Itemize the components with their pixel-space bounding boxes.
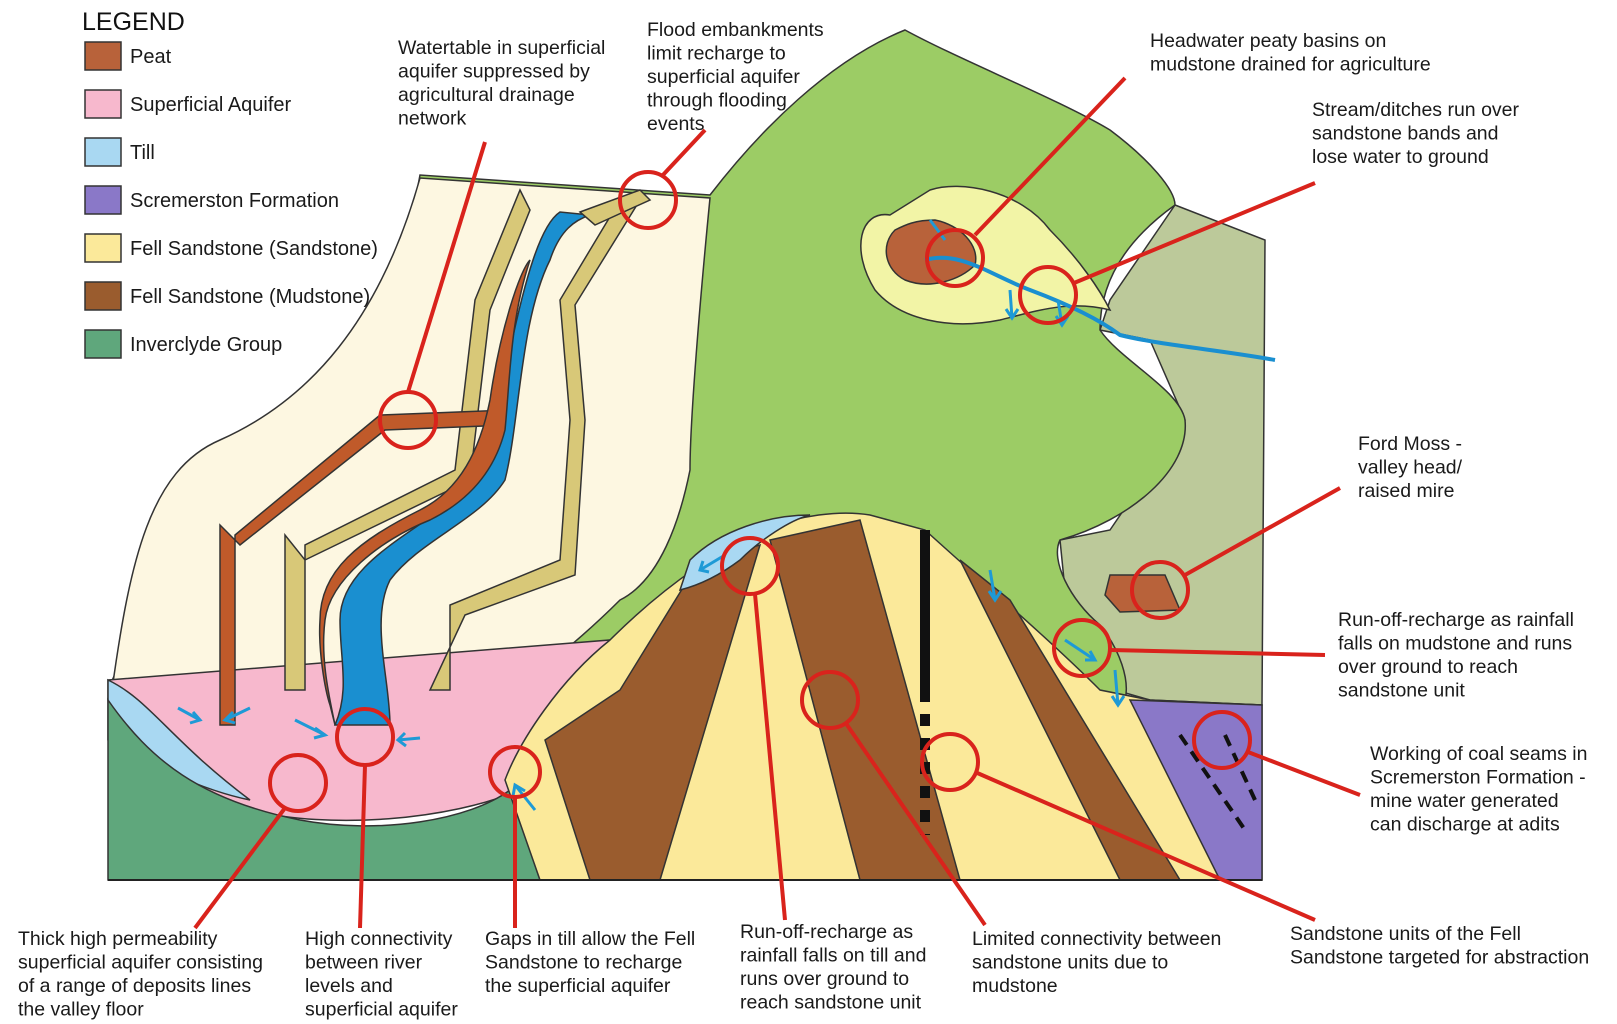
legend-label: Fell Sandstone (Mudstone) [130, 286, 370, 308]
annotation-runoff-till-line: reach sandstone unit [740, 992, 922, 1014]
annotation-limited-line: sandstone units due to [972, 952, 1168, 974]
annotation-gaps-line: Gaps in till allow the Fell [485, 928, 695, 950]
legend-label: Inverclyde Group [130, 334, 282, 356]
legend-label: Fell Sandstone (Sandstone) [130, 238, 378, 260]
legend-swatch [85, 138, 121, 166]
annotation-runoff-mudstone-line: sandstone unit [1338, 680, 1465, 702]
annotation-fordmoss-line: raised mire [1358, 480, 1454, 502]
annotation-gaps-line: Sandstone to recharge [485, 952, 682, 974]
legend-label: Till [130, 142, 155, 164]
annotation-runoff-till-line: Run-off-recharge as [740, 921, 913, 943]
legend-swatch [85, 282, 121, 310]
annotation-thick-line: Thick high permeability [18, 928, 218, 950]
annotation-thick-line: of a range of deposits lines [18, 975, 251, 997]
annotation-flood-line: through flooding [647, 90, 787, 112]
annotation-headwater-line: Headwater peaty basins on [1150, 30, 1386, 52]
annotation-fordmoss-line: Ford Moss - [1358, 433, 1462, 455]
annotation-runoff-mudstone-line: falls on mudstone and runs [1338, 633, 1572, 655]
block-diagram [108, 30, 1275, 880]
annotation-limited-line: mudstone [972, 975, 1058, 997]
annotation-runoff-till-line: rainfall falls on till and [740, 945, 926, 967]
annotation-fordmoss-line: valley head/ [1358, 457, 1463, 479]
annotation-headwater-line: mudstone drained for agriculture [1150, 54, 1431, 76]
annotation-connectivity-line: superficial aquifer [305, 999, 458, 1021]
annotation-limited-line: Limited connectivity between [972, 928, 1221, 950]
legend-swatch [85, 234, 121, 262]
annotation-thick-line: superficial aquifer consisting [18, 952, 263, 974]
annotation-stream-line: Stream/ditches run over [1312, 99, 1520, 121]
annotation-connectivity-line: between river [305, 952, 423, 974]
annotation-watertable-line: network [398, 108, 467, 130]
legend-swatch [85, 90, 121, 118]
annotation-watertable-line: agricultural drainage [398, 84, 575, 106]
annotation-flood-line: Flood embankments [647, 19, 824, 41]
legend-swatch [85, 186, 121, 214]
legend-swatch [85, 42, 121, 70]
legend-label: Peat [130, 46, 172, 68]
annotation-coal-line: Scremerston Formation - [1370, 767, 1586, 789]
annotation-watertable-line: Watertable in superficial [398, 37, 605, 59]
annotation-flood-line: events [647, 113, 705, 135]
annotation-runoff-mudstone-line: over ground to reach [1338, 656, 1518, 678]
annotation-flood-line: superficial aquifer [647, 66, 800, 88]
annotation-gaps-line: the superficial aquifer [485, 975, 671, 997]
annotation-flood-line: limit recharge to [647, 43, 786, 65]
legend-title: LEGEND [82, 8, 185, 36]
annotation-connectivity-line: levels and [305, 975, 393, 997]
annotation-coal-line: can discharge at adits [1370, 814, 1560, 836]
annotation-runoff-mudstone-line: Run-off-recharge as rainfall [1338, 609, 1574, 631]
annotation-thick-line: the valley floor [18, 999, 144, 1021]
legend-swatch [85, 330, 121, 358]
legend-label: Scremerston Formation [130, 190, 339, 212]
annotation-sandstone-units-line: Sandstone units of the Fell [1290, 923, 1521, 945]
annotation-watertable-line: aquifer suppressed by [398, 61, 590, 83]
annotation-coal-line: Working of coal seams in [1370, 743, 1587, 765]
annotation-stream-line: lose water to ground [1312, 146, 1489, 168]
annotation-connectivity-line: High connectivity [305, 928, 453, 950]
annotation-coal-line: mine water generated [1370, 790, 1559, 812]
annotation-stream-line: sandstone bands and [1312, 123, 1499, 145]
annotation-sandstone-units-line: Sandstone targeted for abstraction [1290, 947, 1589, 969]
annotation-runoff-till-line: runs over ground to [740, 968, 909, 990]
legend-label: Superficial Aquifer [130, 94, 292, 116]
